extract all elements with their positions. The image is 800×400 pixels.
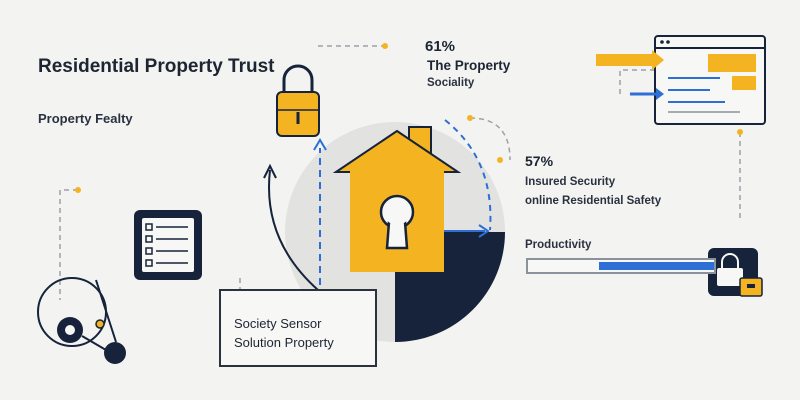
mid-stat-caption: online Residential Safety (525, 195, 662, 207)
info-card (219, 289, 377, 367)
page-title: Residential Property Trust (38, 56, 275, 77)
padlock-icon (276, 64, 320, 137)
connector-dot (382, 43, 388, 49)
padlock-icon-right (708, 248, 763, 297)
card-title: Society Sensor (234, 316, 322, 331)
card-caption: Solution Property (234, 335, 334, 350)
connector-dot (467, 115, 473, 121)
progress-fill (599, 262, 714, 270)
progress-label: Productivity (525, 239, 592, 251)
top-stat-label: The Property (427, 58, 511, 73)
connector-dot (497, 157, 503, 163)
connector-lines (59, 45, 741, 300)
dashed-curve (444, 119, 492, 231)
checklist-icon (134, 210, 202, 280)
house-keyhole-icon (332, 126, 462, 272)
mid-stat-value: 57% (525, 153, 554, 169)
upward-arrow (313, 138, 327, 285)
top-stat-caption: Sociality (427, 77, 475, 89)
page-subtitle: Property Fealty (38, 111, 133, 126)
connector-dot (75, 187, 81, 193)
network-nodes-icon (37, 277, 126, 364)
connector-dot (737, 129, 743, 135)
mid-stat-label: Insured Security (525, 176, 616, 188)
browser-window-icon (596, 35, 766, 125)
curved-arrow (263, 163, 319, 291)
top-stat-value: 61% (425, 38, 456, 55)
